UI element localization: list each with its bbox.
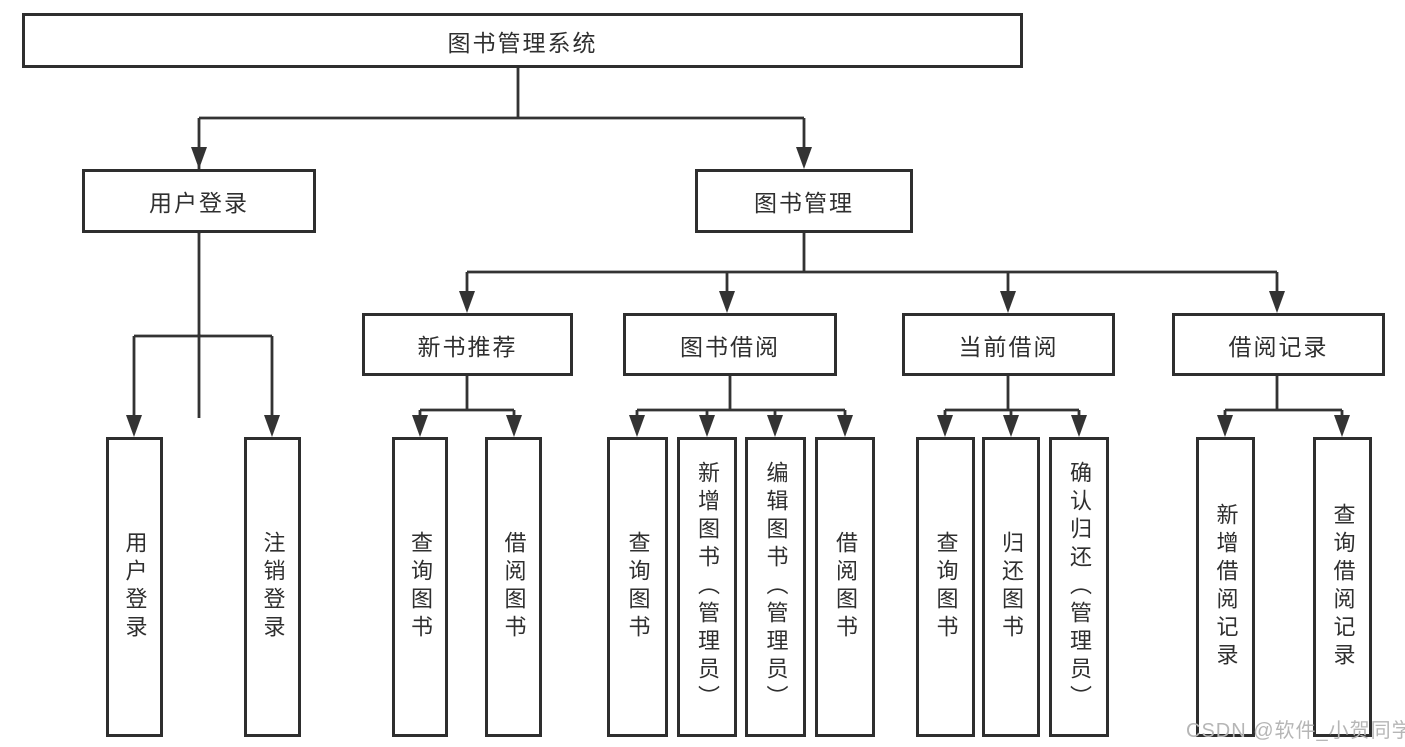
leaf-current-confirm-return-admin-label: 确认归还（管理员） xyxy=(1067,461,1092,713)
leaf-current-return-books: 归还图书 xyxy=(982,437,1040,737)
leaf-current-query-books: 查询图书 xyxy=(916,437,975,737)
csdn-watermark: CSDN @软件_小贺同学 xyxy=(1186,720,1405,742)
leaf-borrow-edit-books-admin: 编辑图书（管理员） xyxy=(745,437,806,737)
leaf-records-query-record: 查询借阅记录 xyxy=(1313,437,1372,737)
leaf-borrow-add-books-admin: 新增图书（管理员） xyxy=(677,437,737,737)
leaf-borrow-add-books-admin-label: 新增图书（管理员） xyxy=(695,461,720,713)
arrowheads xyxy=(126,147,1350,437)
leaf-current-confirm-return-admin: 确认归还（管理员） xyxy=(1049,437,1109,737)
node-new-book-recommend-label: 新书推荐 xyxy=(417,333,518,360)
node-root-label: 图书管理系统 xyxy=(447,29,598,56)
leaf-user-login: 用户登录 xyxy=(106,437,163,737)
leaf-recommend-query-books: 查询图书 xyxy=(392,437,448,737)
node-book-management: 图书管理 xyxy=(695,169,913,233)
leaf-borrow-borrow-books: 借阅图书 xyxy=(815,437,875,737)
node-current-borrow: 当前借阅 xyxy=(902,313,1115,376)
leaf-recommend-borrow-books-label: 借阅图书 xyxy=(501,531,527,643)
leaf-logout-label: 注销登录 xyxy=(260,531,286,643)
leaf-borrow-query-books: 查询图书 xyxy=(607,437,668,737)
node-borrow-records-label: 借阅记录 xyxy=(1228,333,1329,360)
leaf-recommend-query-books-label: 查询图书 xyxy=(408,531,433,643)
leaf-borrow-query-books-label: 查询图书 xyxy=(625,531,651,643)
node-book-borrow-label: 图书借阅 xyxy=(680,333,780,360)
node-book-management-label: 图书管理 xyxy=(754,190,854,216)
leaf-recommend-borrow-books: 借阅图书 xyxy=(485,437,542,737)
node-new-book-recommend: 新书推荐 xyxy=(362,313,573,376)
node-book-borrow: 图书借阅 xyxy=(623,313,837,376)
leaf-current-return-books-label: 归还图书 xyxy=(999,531,1024,643)
node-user-login: 用户登录 xyxy=(82,169,316,233)
leaf-records-add-record: 新增借阅记录 xyxy=(1196,437,1255,737)
leaf-records-query-record-label: 查询借阅记录 xyxy=(1330,503,1356,671)
leaf-borrow-borrow-books-label: 借阅图书 xyxy=(833,531,858,643)
leaf-records-add-record-label: 新增借阅记录 xyxy=(1213,503,1239,671)
node-user-login-label: 用户登录 xyxy=(149,190,249,216)
node-borrow-records: 借阅记录 xyxy=(1172,313,1385,376)
leaf-logout: 注销登录 xyxy=(244,437,301,737)
leaf-current-query-books-label: 查询图书 xyxy=(933,531,959,643)
leaf-user-login-label: 用户登录 xyxy=(122,531,148,643)
node-root: 图书管理系统 xyxy=(22,13,1023,68)
leaf-borrow-edit-books-admin-label: 编辑图书（管理员） xyxy=(763,461,789,713)
node-current-borrow-label: 当前借阅 xyxy=(958,333,1059,360)
